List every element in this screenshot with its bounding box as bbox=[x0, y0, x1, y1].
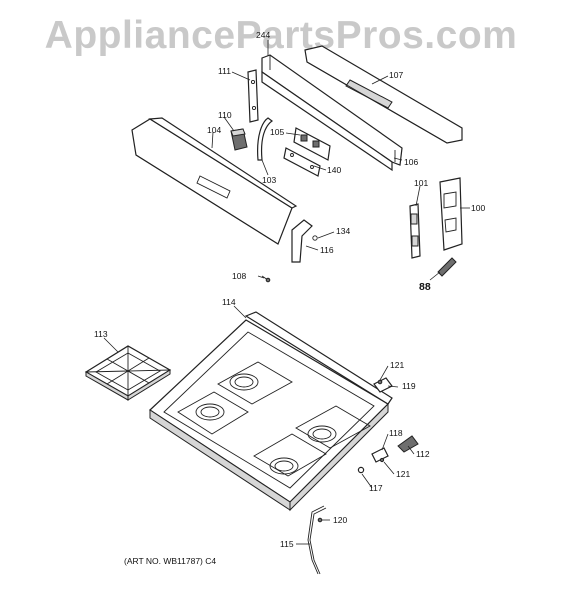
part-112-ignitor bbox=[397, 435, 419, 453]
part-118-bracket bbox=[371, 447, 389, 463]
part-101-bracket bbox=[409, 203, 421, 259]
part-labels: 244 111 107 110 104 105 106 140 103 101 … bbox=[94, 30, 485, 549]
part-108-screw bbox=[261, 275, 271, 283]
part-105-switch-block bbox=[293, 127, 331, 161]
label-117: 117 bbox=[369, 483, 383, 493]
leader-lines bbox=[103, 40, 470, 545]
part-106-backsplash bbox=[261, 54, 403, 172]
part-88-knob bbox=[437, 257, 457, 277]
part-115-rod bbox=[307, 505, 327, 575]
part-113-grate bbox=[84, 345, 172, 401]
label-121-top: 121 bbox=[390, 360, 404, 370]
label-88: 88 bbox=[419, 281, 431, 293]
part-110-switch bbox=[230, 128, 248, 151]
burner-front-right bbox=[253, 433, 327, 477]
label-113: 113 bbox=[94, 329, 108, 339]
burner-rear-right bbox=[295, 405, 371, 449]
label-115: 115 bbox=[280, 539, 294, 549]
part-114-cooktop bbox=[149, 311, 393, 512]
burner-rear-left bbox=[217, 361, 293, 405]
label-119: 119 bbox=[402, 381, 416, 391]
label-114: 114 bbox=[222, 297, 236, 307]
label-106: 106 bbox=[404, 157, 418, 167]
part-107-vent-trim bbox=[304, 45, 463, 144]
part-116-bracket bbox=[291, 219, 318, 263]
label-134: 134 bbox=[336, 226, 350, 236]
label-118: 118 bbox=[389, 428, 403, 438]
burner-front-left bbox=[177, 391, 249, 435]
part-103-tube bbox=[257, 117, 274, 161]
part-111-side-bracket bbox=[247, 69, 259, 123]
label-108: 108 bbox=[232, 271, 246, 281]
label-105: 105 bbox=[270, 127, 284, 137]
part-140-plate bbox=[283, 147, 321, 177]
label-121-bottom: 121 bbox=[396, 469, 410, 479]
label-101: 101 bbox=[414, 178, 428, 188]
part-100-side-panel bbox=[439, 177, 463, 251]
label-111: 111 bbox=[218, 66, 231, 76]
label-110: 110 bbox=[218, 110, 232, 120]
label-100: 100 bbox=[471, 203, 485, 213]
art-number-note: (ART NO. WB11787) C4 bbox=[124, 556, 217, 566]
label-103: 103 bbox=[262, 175, 276, 185]
label-116: 116 bbox=[320, 245, 334, 255]
label-107: 107 bbox=[389, 70, 403, 80]
label-140: 140 bbox=[327, 165, 341, 175]
label-104: 104 bbox=[207, 125, 221, 135]
part-117-screw bbox=[357, 466, 365, 474]
label-244: 244 bbox=[256, 30, 270, 40]
part-104-control-panel bbox=[131, 117, 298, 245]
label-120: 120 bbox=[333, 515, 347, 525]
label-112: 112 bbox=[416, 449, 430, 459]
watermark: AppliancePartsPros.com bbox=[44, 14, 518, 57]
